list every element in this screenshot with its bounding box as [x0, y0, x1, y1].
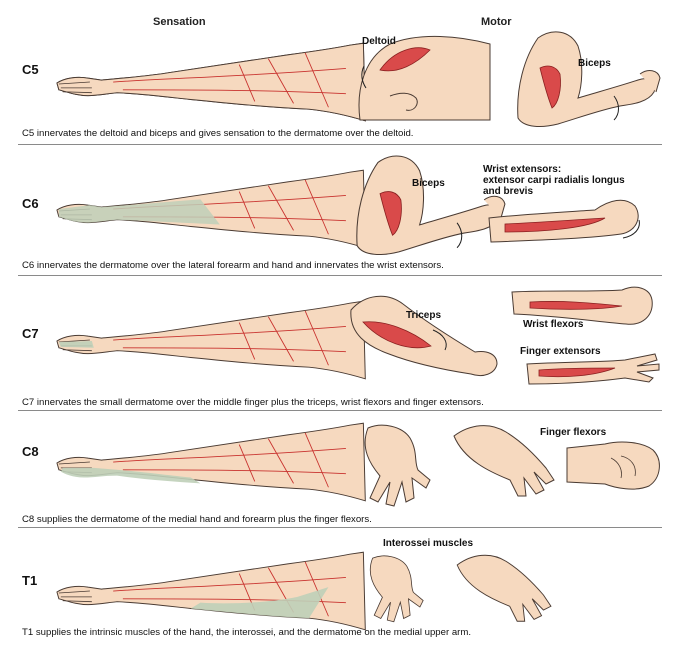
label-wrist-extensors-line1: Wrist extensors:	[483, 164, 562, 175]
row-label-t1: T1	[22, 573, 38, 588]
header-sensation: Sensation	[153, 16, 206, 28]
fist-figure	[566, 441, 660, 490]
divider-1	[18, 144, 662, 145]
wrist-extensor-muscle	[504, 217, 606, 233]
hand-fingers-figure-t1	[456, 554, 552, 622]
wrist-flexor-figure	[511, 286, 653, 325]
caption-c7: C7 innervates the small dermatome over t…	[22, 397, 484, 408]
header-motor: Motor	[481, 16, 512, 28]
label-deltoid: Deltoid	[362, 36, 396, 47]
finger-extensor-muscle	[538, 367, 616, 378]
row-label-c7: C7	[22, 326, 39, 341]
dermatome-c6	[58, 199, 220, 225]
wrist-flexor-muscle	[529, 301, 623, 310]
biceps-muscle-c5	[539, 65, 561, 109]
biceps-figure-c6	[356, 155, 506, 256]
biceps-figure-c5	[517, 31, 661, 127]
arm-sensation-c6	[56, 169, 366, 249]
label-interossei: Interossei muscles	[383, 538, 474, 549]
label-wrist-extensors: Wrist extensors: extensor carpi radialis…	[483, 164, 625, 197]
hand-fingers-figure-c8	[453, 425, 555, 497]
wrist-extensor-figure	[488, 199, 640, 243]
arm-sensation-c5	[56, 42, 366, 122]
label-wrist-extensors-line3: and brevis	[483, 186, 534, 197]
caption-c5: C5 innervates the deltoid and biceps and…	[22, 128, 414, 139]
hand-spread-figure-t1	[369, 555, 424, 623]
triceps-muscle	[362, 321, 432, 349]
caption-c6: C6 innervates the dermatome over the lat…	[22, 260, 444, 271]
finger-extensor-figure	[526, 353, 660, 385]
row-c6: C6 Biceps Wrist extensors: extensor carp…	[0, 0, 681, 276]
deltoid-figure	[358, 35, 491, 121]
arm-sensation-t1	[56, 551, 366, 631]
biceps-muscle-c6	[379, 191, 402, 236]
label-wrist-flexors: Wrist flexors	[523, 319, 584, 330]
row-c5: C5 Deltoid Biceps C5 innervates the delt…	[0, 0, 681, 150]
divider-3	[18, 410, 662, 411]
caption-c8: C8 supplies the dermatome of the medial …	[22, 514, 372, 525]
arm-sensation-c8	[56, 422, 366, 502]
arm-sensation-c7	[56, 300, 366, 380]
deltoid-muscle	[379, 47, 431, 72]
dermatome-t1	[190, 587, 329, 619]
row-label-c5: C5	[22, 62, 39, 77]
row-label-c8: C8	[22, 444, 39, 459]
divider-4	[18, 527, 662, 528]
divider-2	[18, 275, 662, 276]
triceps-figure	[350, 295, 498, 377]
dermatome-c8	[60, 467, 201, 484]
label-biceps-c5: Biceps	[578, 58, 611, 69]
row-c8: C8 Finger flexors C8 supplies the dermat…	[18, 422, 662, 528]
dermatome-c7	[58, 341, 94, 348]
label-biceps-c6: Biceps	[412, 178, 445, 189]
label-finger-flexors: Finger flexors	[540, 427, 607, 438]
label-triceps: Triceps	[406, 310, 442, 321]
caption-t1: T1 supplies the intrinsic muscles of the…	[22, 627, 472, 638]
label-wrist-extensors-line2: extensor carpi radialis longus	[483, 175, 625, 186]
row-label-c6: C6	[22, 196, 39, 211]
row-c7: C7 Triceps Wrist flexors Finger extensor…	[18, 286, 662, 411]
label-finger-extensors: Finger extensors	[520, 346, 601, 357]
